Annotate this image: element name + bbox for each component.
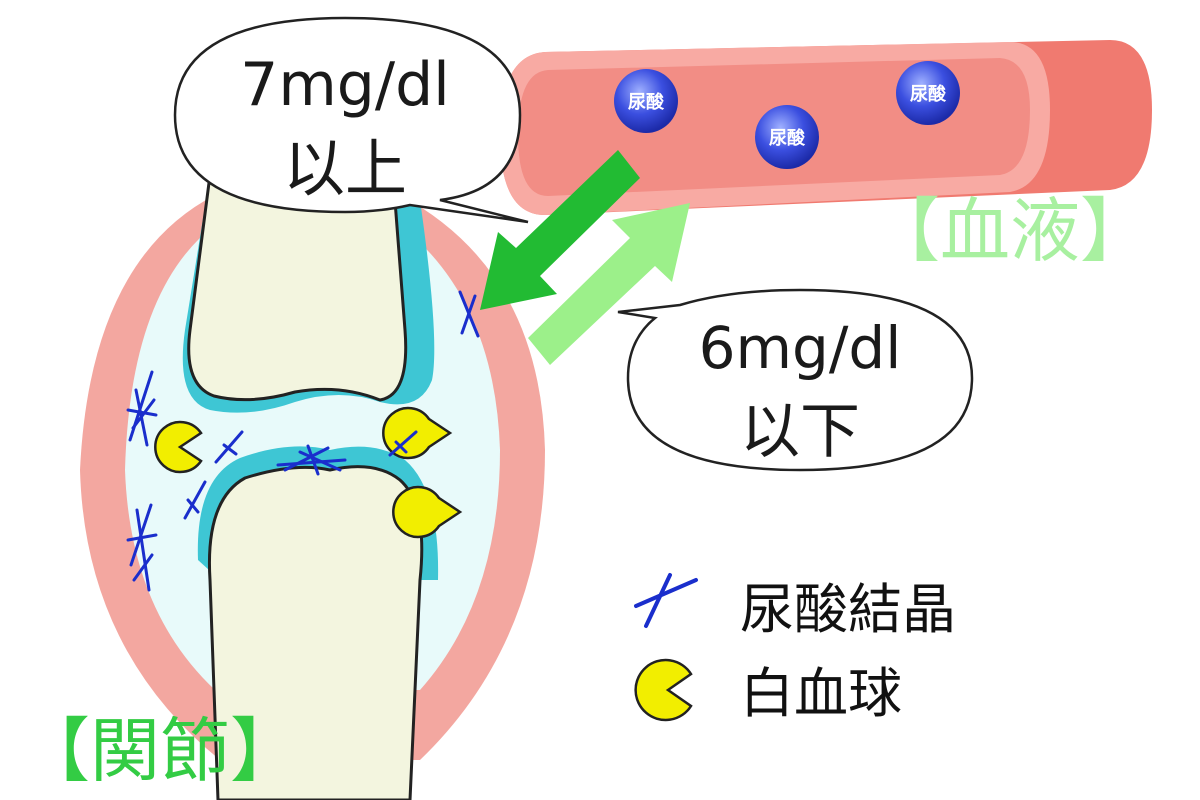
legend-crystal-label: 尿酸結晶 — [740, 578, 956, 641]
legend-wbc-label: 白血球 — [740, 662, 902, 725]
svg-text:尿酸: 尿酸 — [628, 91, 665, 113]
svg-text:7mg/dl: 7mg/dl — [240, 50, 450, 120]
uric-acid-molecule: 尿酸 — [755, 105, 819, 169]
svg-text:尿酸: 尿酸 — [769, 127, 806, 149]
legend: 尿酸結晶 白血球 — [634, 573, 956, 725]
white-blood-cell — [392, 485, 463, 539]
blood-label: 【血液】 — [870, 190, 1150, 272]
arrow-blood-to-joint — [480, 150, 640, 310]
speech-bubble-high: 7mg/dl 以上 — [173, 16, 529, 224]
white-blood-cell-icon — [634, 658, 693, 722]
svg-text:以下: 以下 — [740, 397, 860, 467]
crystal-icon — [634, 573, 698, 628]
uric-acid-molecule: 尿酸 — [614, 69, 678, 133]
svg-text:以上: 以上 — [283, 132, 407, 205]
crystal — [183, 480, 207, 520]
white-blood-cell — [154, 420, 203, 474]
crystal — [458, 290, 480, 338]
uric-acid-molecule: 尿酸 — [896, 61, 960, 125]
crystal — [388, 430, 418, 457]
svg-text:6mg/dl: 6mg/dl — [699, 314, 902, 382]
crystal — [214, 430, 244, 464]
uric-acid-crystals — [126, 290, 480, 592]
crystal-cluster — [276, 444, 347, 476]
svg-text:尿酸: 尿酸 — [910, 83, 947, 105]
joint-label: 【関節】 — [20, 710, 300, 792]
crystal-cluster — [126, 503, 158, 592]
speech-bubble-low: 6mg/dl 以下 — [617, 288, 974, 472]
upper-bone — [182, 173, 435, 413]
crystal-cluster — [126, 370, 158, 447]
arrow-joint-to-blood — [528, 203, 690, 365]
